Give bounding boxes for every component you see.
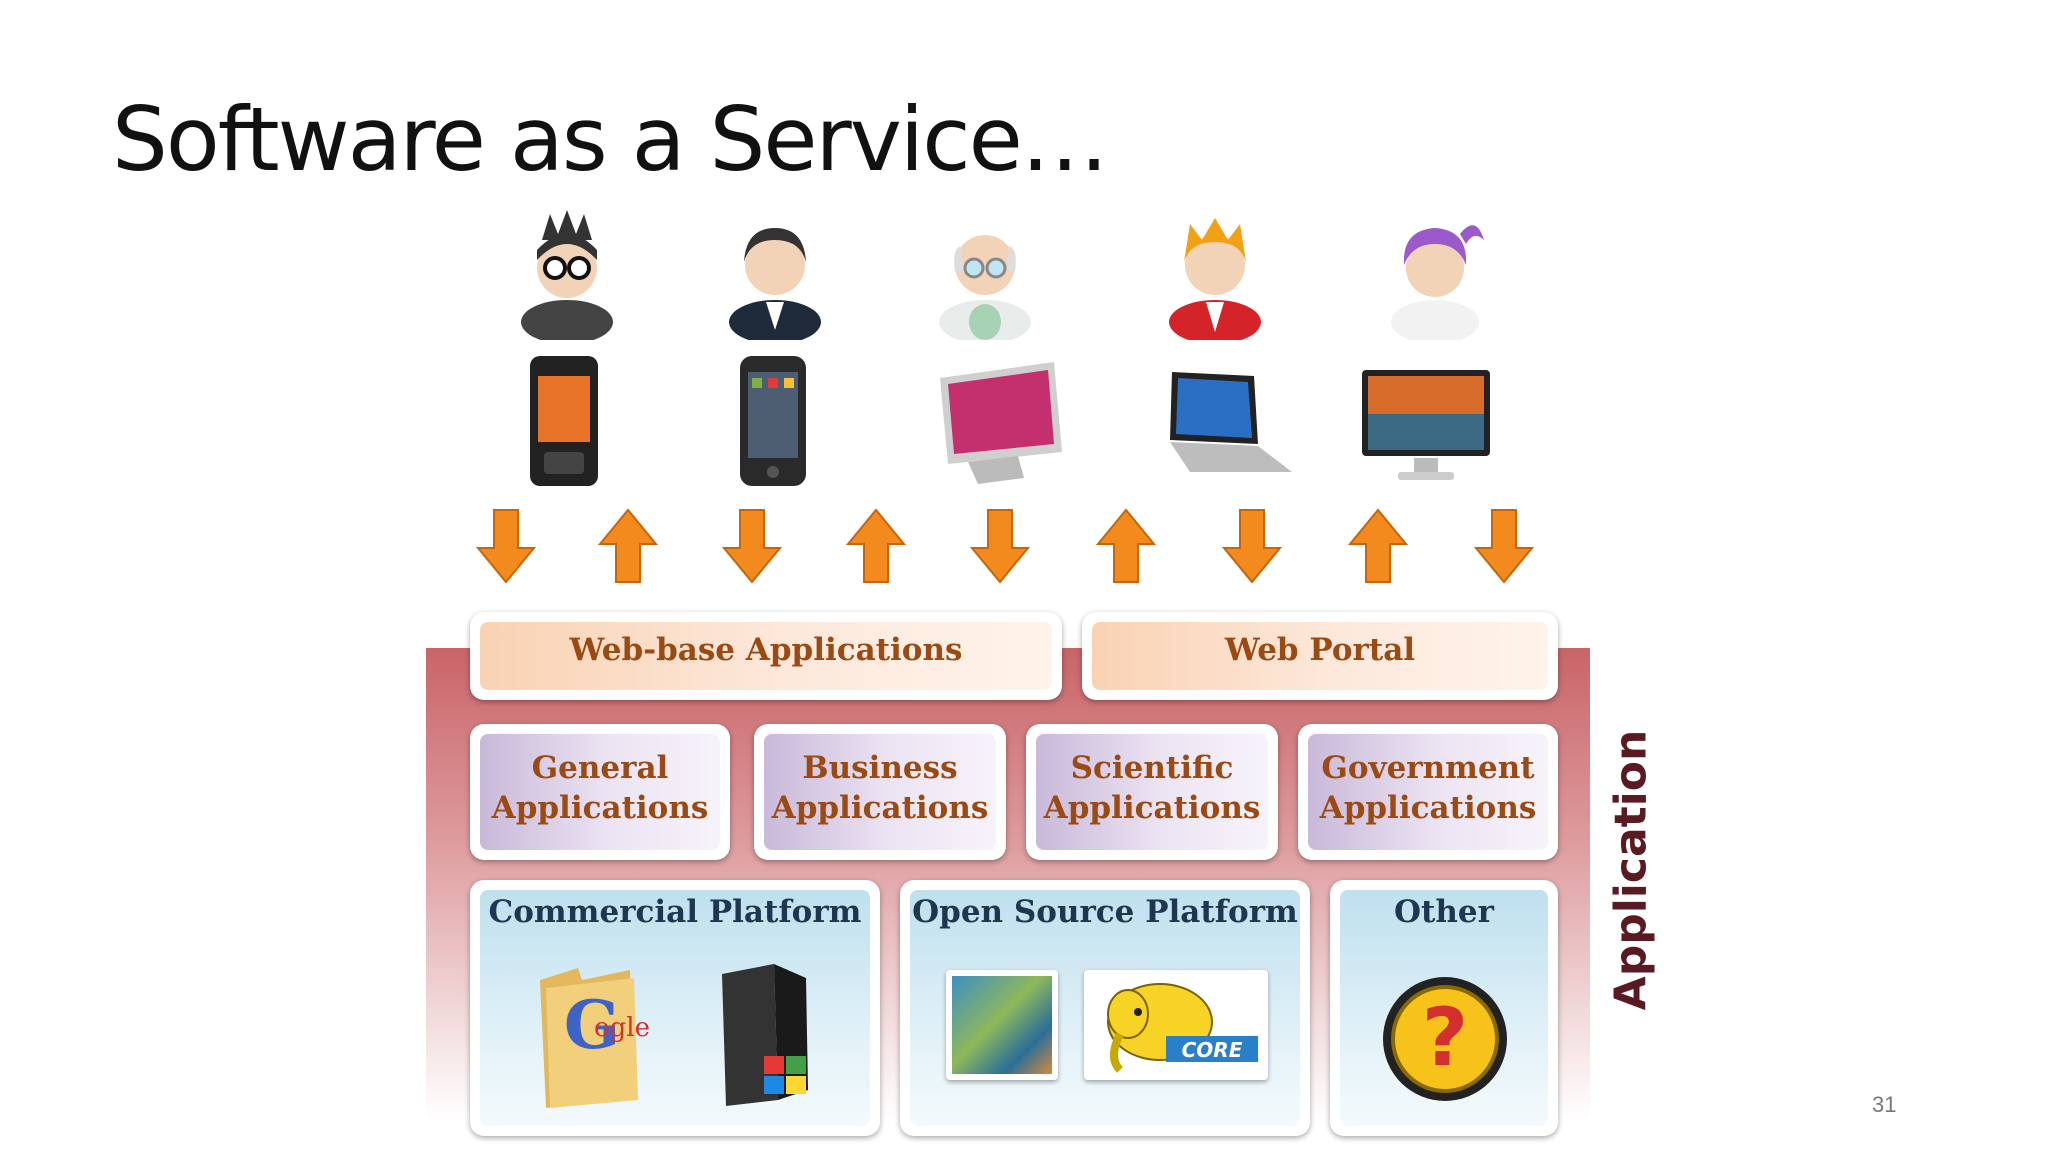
businessman-user-icon bbox=[729, 228, 821, 340]
pda-phone-icon bbox=[530, 356, 598, 486]
hadoop-core-icon: CORE bbox=[1084, 970, 1268, 1080]
business-line2: Applications bbox=[771, 790, 989, 826]
arrow-down-icon bbox=[1474, 509, 1534, 584]
hadoop-core-text: CORE bbox=[1181, 1038, 1243, 1062]
page-title: Software as a Service… bbox=[112, 88, 1109, 191]
arrow-up-icon bbox=[846, 508, 906, 583]
page-number: 31 bbox=[1872, 1092, 1897, 1117]
purple-hair-user-icon bbox=[1391, 225, 1484, 340]
arrow-down-icon bbox=[722, 509, 782, 584]
laptop-icon bbox=[1170, 372, 1292, 472]
application-side-label: Application bbox=[1596, 730, 1666, 1011]
scientific-line1: Scientific bbox=[1070, 750, 1234, 786]
question-mark-text: ? bbox=[1421, 991, 1469, 1084]
commercial-platform-box[interactable]: Commercial Platform G ogle bbox=[470, 880, 880, 1136]
svg-text:ogle: ogle bbox=[594, 1013, 650, 1043]
general-applications-box[interactable]: General Applications bbox=[470, 724, 730, 860]
arrow-down-icon bbox=[1222, 509, 1282, 584]
google-folder-icon: G ogle bbox=[540, 968, 650, 1108]
commercial-platform-label: Commercial Platform bbox=[488, 894, 862, 930]
application-label-text: Application bbox=[1605, 729, 1657, 1011]
smartphone-icon bbox=[740, 356, 806, 486]
arrow-down-icon bbox=[970, 509, 1030, 584]
desktop-monitor-icon bbox=[940, 362, 1062, 484]
widescreen-monitor-icon bbox=[1362, 370, 1490, 480]
general-line2: Applications bbox=[491, 790, 709, 826]
spiky-hair-user-icon bbox=[521, 210, 613, 340]
arrow-up-icon bbox=[598, 508, 658, 583]
other-platform-label: Other bbox=[1394, 894, 1494, 930]
redhead-user-icon bbox=[1169, 218, 1261, 340]
arrow-up-icon bbox=[1348, 508, 1408, 583]
open-source-platform-label: Open Source Platform bbox=[912, 894, 1298, 930]
scientist-user-icon bbox=[939, 235, 1031, 340]
scientific-line2: Applications bbox=[1043, 790, 1261, 826]
web-portal-label: Web Portal bbox=[1224, 632, 1416, 668]
government-line2: Applications bbox=[1319, 790, 1537, 826]
arrow-down-icon bbox=[476, 509, 536, 584]
scientific-applications-box[interactable]: Scientific Applications bbox=[1026, 724, 1278, 860]
business-line1: Business bbox=[802, 750, 958, 786]
web-portal-box[interactable]: Web Portal bbox=[1082, 612, 1558, 700]
svg-text:G: G bbox=[564, 986, 620, 1064]
web-based-applications-box[interactable]: Web-base Applications bbox=[470, 612, 1062, 700]
open-source-platform-box[interactable]: Open Source Platform CORE bbox=[900, 880, 1310, 1136]
question-mark-icon bbox=[1383, 977, 1507, 1101]
windows-folder-icon bbox=[722, 964, 808, 1106]
other-platform-box[interactable]: Other ? bbox=[1330, 880, 1558, 1136]
arrow-up-icon bbox=[1096, 508, 1156, 583]
business-applications-box[interactable]: Business Applications bbox=[754, 724, 1006, 860]
government-line1: Government bbox=[1321, 750, 1535, 786]
open-source-image-icon bbox=[946, 970, 1058, 1080]
web-based-applications-label: Web-base Applications bbox=[569, 632, 963, 668]
general-line1: General bbox=[531, 750, 669, 786]
government-applications-box[interactable]: Government Applications bbox=[1298, 724, 1558, 860]
